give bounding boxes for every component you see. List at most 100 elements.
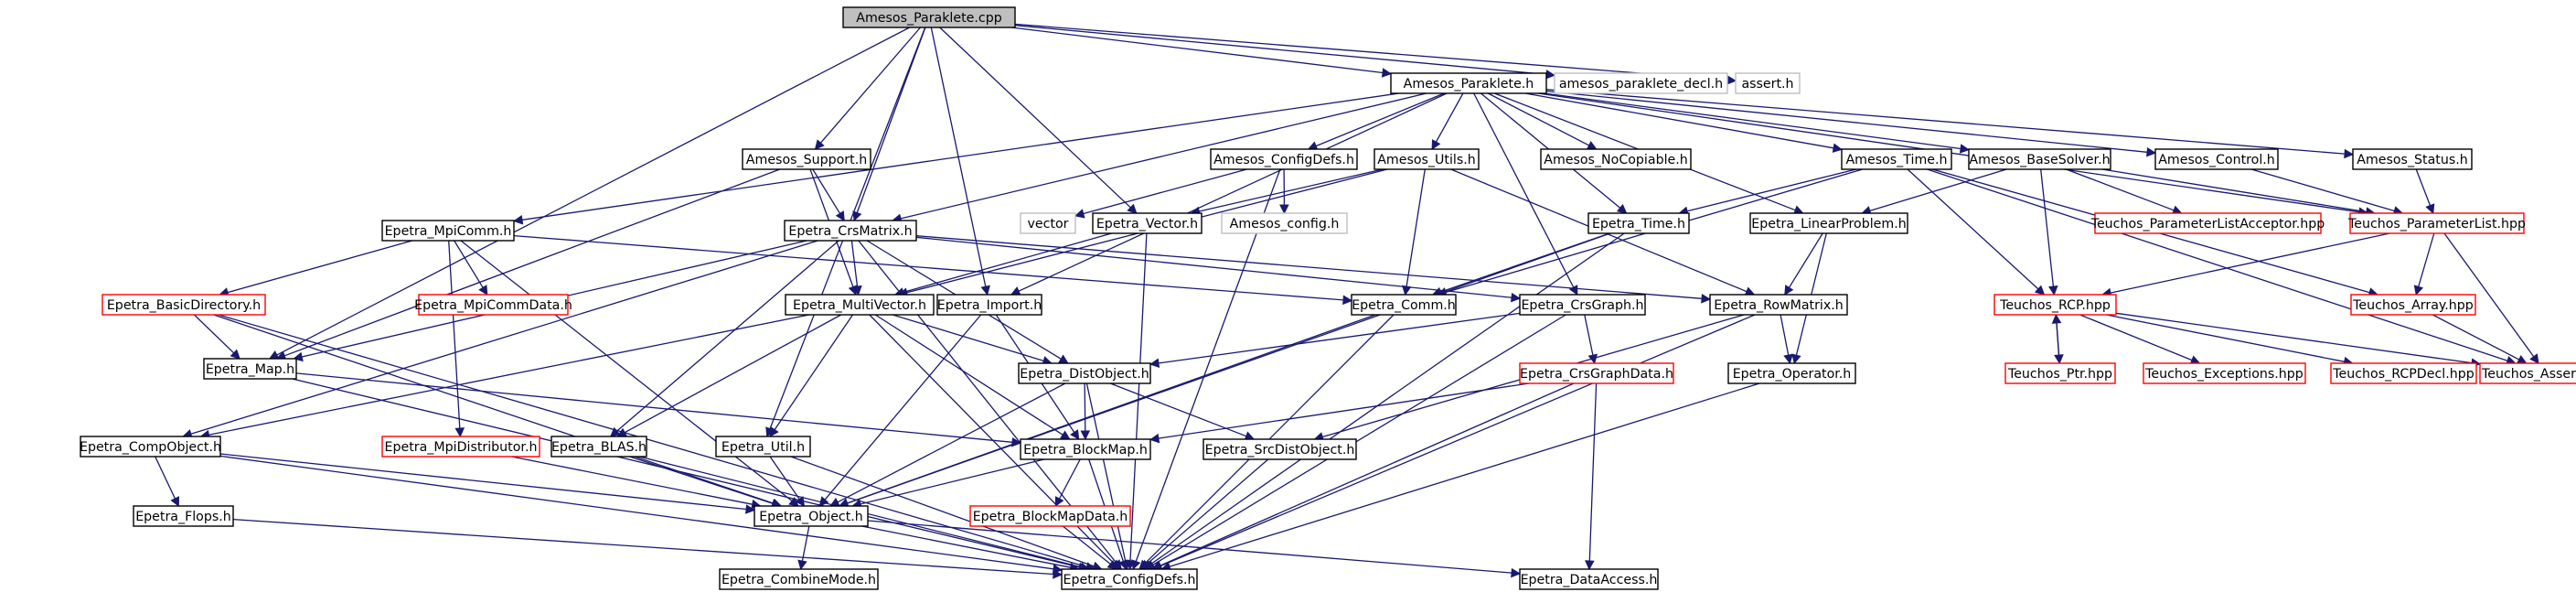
node-amesos_status_h[interactable]: Amesos_Status.h	[2352, 148, 2473, 170]
node-box	[1554, 72, 1728, 94]
edge-amesos_paraklete_cpp-to-epetra_vector_h	[939, 27, 1138, 214]
node-teuchos_ptr_hpp[interactable]: Teuchos_Ptr.hpp	[2004, 362, 2116, 384]
node-box	[80, 436, 221, 458]
node-amesos_control_h[interactable]: Amesos_Control.h	[2154, 148, 2279, 170]
node-epetra_object_h[interactable]: Epetra_Object.h	[754, 505, 869, 527]
edge-amesos_control_h-to-teuchos_parameterlist_hpp	[2250, 168, 2404, 216]
node-epetra_time_h[interactable]: Epetra_Time.h	[1587, 212, 1690, 234]
node-label: Epetra_MultiVector.h	[793, 298, 926, 313]
edge-arrowhead	[1010, 286, 1021, 296]
edge-arrowhead	[478, 285, 488, 296]
node-epetra_crsgraph_h[interactable]: Epetra_CrsGraph.h	[1519, 294, 1646, 316]
edge-line	[874, 314, 1064, 436]
node-teuchos_rcpdecl_hpp[interactable]: Teuchos_RCPDecl.hpp	[2330, 362, 2477, 384]
node-epetra_crsgraphdata_h[interactable]: Epetra_CrsGraphData.h	[1519, 362, 1674, 384]
edge-amesos_configdefs_h-to-amesos_config_h	[1279, 168, 1289, 215]
node-teuchos_assert_hpp[interactable]: Teuchos_Assert.hpp	[2479, 362, 2576, 384]
node-epetra_mpicomm_h[interactable]: Epetra_MpiComm.h	[381, 220, 515, 242]
edge-line	[1788, 232, 1823, 288]
node-epetra_util_h[interactable]: Epetra_Util.h	[715, 436, 811, 458]
edge-amesos_paraklete_cpp-to-epetra_crsmatrix_h	[852, 27, 926, 222]
edge-line	[2415, 168, 2432, 206]
node-epetra_basicdirectory_h[interactable]: Epetra_BasicDirectory.h	[102, 294, 266, 316]
node-amesos_support_h[interactable]: Amesos_Support.h	[742, 148, 871, 170]
node-epetra_multivector_h[interactable]: Epetra_MultiVector.h	[785, 294, 935, 316]
edge-epetra_compobject_h-to-epetra_object_h	[219, 453, 756, 514]
node-epetra_distobject_h[interactable]: Epetra_DistObject.h	[1018, 362, 1151, 384]
edge-line	[1158, 382, 1529, 439]
edge-arrowhead	[1832, 143, 1844, 153]
edge-line	[1686, 168, 1856, 212]
node-box	[1968, 148, 2111, 170]
node-label: Epetra_BLAS.h	[551, 440, 647, 455]
node-amesos_basesolver_h[interactable]: Amesos_BaseSolver.h	[1968, 148, 2111, 170]
node-teuchos_exceptions_hpp[interactable]: Teuchos_Exceptions.hpp	[2143, 362, 2306, 384]
node-amesos_utils_h[interactable]: Amesos_Utils.h	[1374, 148, 1480, 170]
node-box	[2004, 362, 2116, 384]
node-amesos_configdefs_h[interactable]: Amesos_ConfigDefs.h	[1210, 148, 1358, 170]
edge-line	[2418, 232, 2435, 287]
edge-line	[2056, 322, 2060, 364]
node-epetra_mpidistributor_h[interactable]: Epetra_MpiDistributor.h	[381, 436, 540, 458]
edge-arrowhead	[1511, 567, 1522, 578]
node-label: Epetra_RowMatrix.h	[1714, 298, 1844, 313]
node-box	[1519, 362, 1674, 384]
node-teuchos_array_hpp[interactable]: Teuchos_Array.hpp	[2350, 294, 2476, 316]
node-label: Epetra_CrsGraph.h	[1521, 298, 1643, 313]
node-epetra_flops_h[interactable]: Epetra_Flops.h	[133, 505, 234, 527]
edge-arrowhead	[745, 504, 756, 514]
node-epetra_combinemode_h[interactable]: Epetra_CombineMode.h	[719, 568, 879, 590]
node-label: Amesos_Control.h	[2158, 153, 2275, 167]
edge-arrowhead	[1127, 203, 1138, 214]
node-epetra_map_h[interactable]: Epetra_Map.h	[203, 358, 297, 380]
node-label: amesos_paraklete_decl.h	[1559, 77, 1723, 92]
edge-arrowhead	[769, 426, 779, 437]
node-epetra_blockmapdata_h[interactable]: Epetra_BlockMapData.h	[969, 505, 1131, 527]
node-box	[2350, 294, 2476, 316]
node-box	[1519, 294, 1646, 316]
node-epetra_compobject_h[interactable]: Epetra_CompObject.h	[80, 436, 221, 458]
node-epetra_srcdistobject_h[interactable]: Epetra_SrcDistObject.h	[1202, 438, 1357, 460]
node-box	[1993, 294, 2117, 316]
edge-line	[616, 240, 839, 432]
node-epetra_blas_h[interactable]: Epetra_BLAS.h	[550, 436, 647, 458]
edge-layer	[155, 23, 2539, 579]
edge-line	[2106, 314, 2345, 362]
node-amesos_nocopiable_h[interactable]: Amesos_NoCopiable.h	[1540, 148, 1692, 170]
node-epetra_mpicommdata_h[interactable]: Epetra_MpiCommData.h	[414, 294, 572, 316]
node-box	[1210, 148, 1358, 170]
edge-line	[1147, 458, 1269, 565]
edge-line	[213, 314, 775, 504]
edge-arrowhead	[1568, 285, 1578, 296]
node-epetra_configdefs_h[interactable]: Epetra_ConfigDefs.h	[1061, 568, 1198, 590]
edge-line	[1014, 25, 1547, 76]
node-box	[1519, 568, 1659, 590]
edge-line	[812, 168, 841, 214]
node-epetra_operator_h[interactable]: Epetra_Operator.h	[1727, 362, 1856, 384]
node-epetra_import_h[interactable]: Epetra_Import.h	[936, 294, 1042, 316]
edge-arrowhead	[2344, 148, 2355, 159]
node-epetra_rowmatrix_h[interactable]: Epetra_RowMatrix.h	[1709, 294, 1848, 316]
edge-epetra_basicdirectory_h-to-epetra_map_h	[193, 314, 240, 360]
node-amesos_paraklete_h[interactable]: Amesos_Paraklete.h	[1390, 72, 1547, 94]
edge-epetra_multivector_h-to-epetra_util_h	[769, 314, 854, 437]
node-teuchos_parameterlistacceptor_hpp[interactable]: Teuchos_ParameterListAcceptor.hpp	[2090, 212, 2325, 234]
edge-line	[837, 382, 1066, 503]
node-epetra_dataaccess_h[interactable]: Epetra_DataAccess.h	[1519, 568, 1659, 590]
node-box	[2143, 362, 2306, 384]
node-teuchos_parameterlist_hpp[interactable]: Teuchos_ParameterList.hpp	[2347, 212, 2526, 234]
node-box	[936, 294, 1042, 316]
edge-amesos_paraklete_h-to-amesos_status_h	[1545, 89, 2355, 159]
node-label: Epetra_CompObject.h	[80, 440, 221, 455]
node-box	[102, 294, 266, 316]
node-teuchos_rcp_hpp[interactable]: Teuchos_RCP.hpp	[1993, 294, 2117, 316]
node-label: Teuchos_Exceptions.hpp	[2144, 367, 2303, 382]
node-epetra_vector_h[interactable]: Epetra_Vector.h	[1092, 212, 1202, 234]
node-epetra_crsmatrix_h[interactable]: Epetra_CrsMatrix.h	[784, 220, 917, 242]
node-epetra_linearproblem_h[interactable]: Epetra_LinearProblem.h	[1749, 212, 1908, 234]
node-amesos_time_h[interactable]: Amesos_Time.h	[1841, 148, 1952, 170]
node-epetra_blockmap_h[interactable]: Epetra_BlockMap.h	[1020, 438, 1151, 460]
node-assert_h: assert.h	[1735, 72, 1801, 94]
edge-arrowhead	[1106, 559, 1118, 570]
node-epetra_comm_h[interactable]: Epetra_Comm.h	[1351, 294, 1457, 316]
